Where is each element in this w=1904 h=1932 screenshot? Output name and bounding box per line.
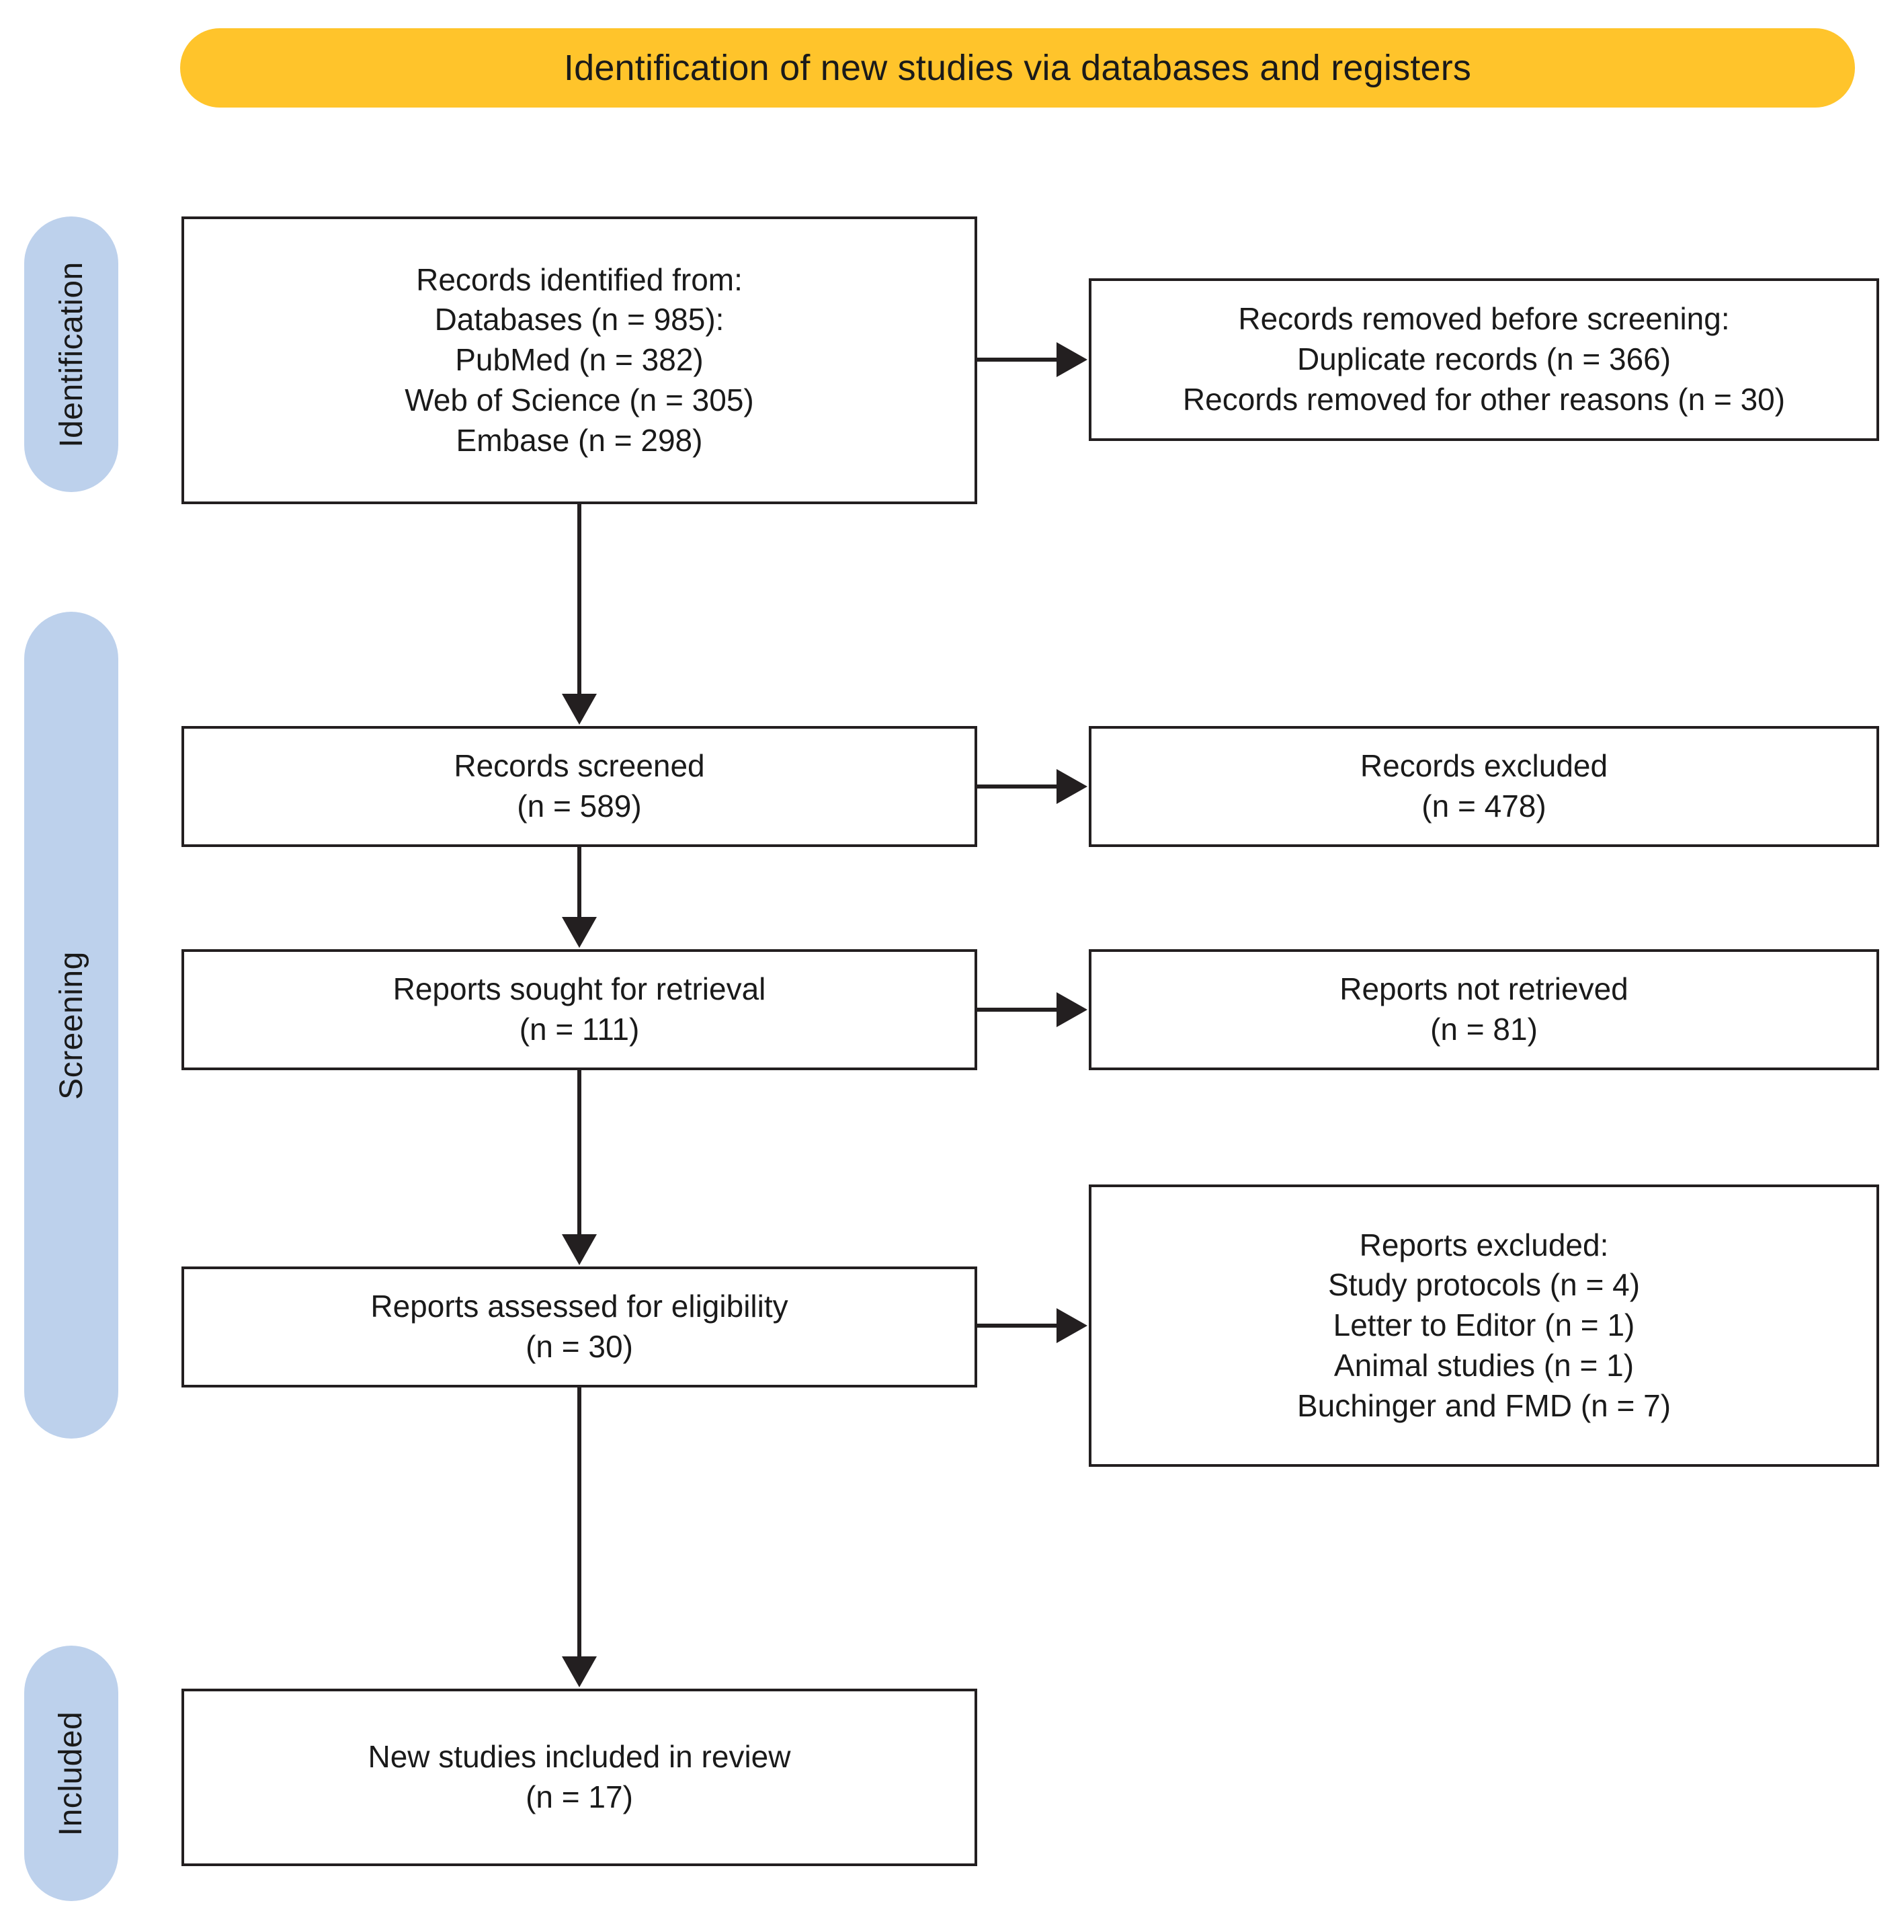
box-line: Databases (n = 985): [434, 302, 725, 337]
box-records-removed-before-screening: Records removed before screening: Duplic… [1089, 278, 1879, 441]
box-reports-sought-for-retrieval: Reports sought for retrieval (n = 111) [181, 949, 977, 1070]
box-reports-excluded-reasons: Reports excluded: Study protocols (n = 4… [1089, 1184, 1879, 1467]
stage-rail-screening: Screening [24, 612, 118, 1439]
box-line: Records identified from: [416, 261, 743, 297]
box-records-screened: Records screened (n = 589) [181, 726, 977, 847]
arrowhead-right-icon [1057, 1308, 1087, 1343]
box-line: Letter to Editor (n = 1) [1333, 1307, 1635, 1343]
box-line: PubMed (n = 382) [455, 342, 704, 378]
box-line: (n = 81) [1430, 1012, 1538, 1047]
arrowhead-down-icon [562, 1656, 597, 1687]
arrowhead-down-icon [562, 1234, 597, 1265]
box-line: Buchinger and FMD (n = 7) [1296, 1387, 1671, 1423]
connector-screened-to-sought [577, 847, 581, 920]
box-reports-assessed-for-eligibility: Reports assessed for eligibility (n = 30… [181, 1266, 977, 1387]
arrowhead-down-icon [562, 694, 597, 725]
box-line: Reports sought for retrieval [392, 971, 766, 1007]
box-line: (n = 17) [526, 1779, 633, 1814]
box-line: Reports assessed for eligibility [370, 1289, 788, 1324]
box-line: Records removed before screening: [1238, 301, 1730, 337]
box-new-studies-included: New studies included in review (n = 17) [181, 1689, 977, 1866]
connector-sought-to-notretrieved [977, 1008, 1058, 1012]
stage-rail-identification: Identification [24, 216, 118, 492]
box-line: Records screened [454, 748, 705, 784]
connector-screened-to-excluded [977, 784, 1058, 789]
box-line: (n = 111) [519, 1012, 640, 1047]
arrowhead-right-icon [1057, 342, 1087, 377]
arrowhead-right-icon [1057, 769, 1087, 804]
box-line: Reports not retrieved [1339, 971, 1628, 1007]
diagram-title: Identification of new studies via databa… [563, 48, 1472, 88]
box-line: Web of Science (n = 305) [405, 382, 754, 417]
arrowhead-right-icon [1057, 992, 1087, 1027]
box-line: Animal studies (n = 1) [1333, 1347, 1634, 1383]
box-line: Study protocols (n = 4) [1327, 1267, 1641, 1303]
box-records-excluded: Records excluded (n = 478) [1089, 726, 1879, 847]
stage-label-screening: Screening [53, 951, 89, 1100]
connector-assessed-to-reportsexcluded [977, 1324, 1058, 1328]
connector-identified-to-screened [577, 504, 581, 696]
box-line: (n = 589) [517, 789, 642, 823]
box-reports-not-retrieved: Reports not retrieved (n = 81) [1089, 949, 1879, 1070]
connector-sought-to-assessed [577, 1070, 581, 1237]
stage-label-included: Included [53, 1711, 89, 1836]
stage-rail-included: Included [24, 1646, 118, 1901]
arrowhead-down-icon [562, 917, 597, 948]
connector-assessed-to-included [577, 1387, 581, 1659]
connector-identified-to-removed [977, 358, 1058, 362]
box-line: Duplicate records (n = 366) [1296, 341, 1671, 377]
box-line: (n = 30) [526, 1329, 633, 1364]
box-line: Records excluded [1360, 748, 1608, 784]
box-line: New studies included in review [368, 1739, 791, 1775]
box-line: Embase (n = 298) [456, 422, 703, 458]
box-line: (n = 478) [1421, 789, 1546, 823]
box-records-identified: Records identified from: Databases (n = … [181, 216, 977, 504]
box-line: Reports excluded: [1359, 1227, 1609, 1262]
diagram-header-banner: Identification of new studies via databa… [180, 28, 1855, 108]
box-line: Records removed for other reasons (n = 3… [1182, 381, 1786, 417]
stage-label-identification: Identification [53, 261, 89, 448]
